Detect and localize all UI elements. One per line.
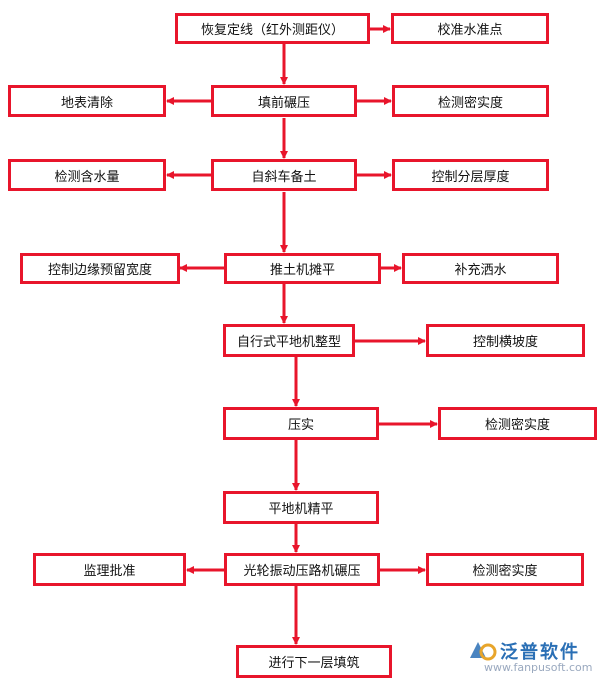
fanpu-logo-icon	[470, 642, 497, 661]
node-control-cross-slope: 控制横坡度	[426, 324, 585, 357]
node-control-layer-thickness: 控制分层厚度	[392, 159, 549, 191]
node-compaction: 压实	[223, 407, 379, 440]
node-smooth-roller: 光轮振动压路机碾压	[224, 553, 380, 586]
node-grader-shaping: 自行式平地机整型	[223, 324, 355, 357]
node-restore-line: 恢复定线（红外测距仪）	[175, 13, 370, 44]
node-test-density-3: 检测密实度	[426, 553, 584, 586]
node-supervisor-approval: 监理批准	[33, 553, 186, 586]
node-grader-leveling: 平地机精平	[223, 491, 379, 524]
watermark-url: www.fanpusoft.com	[484, 661, 593, 674]
node-test-density-2: 检测密实度	[438, 407, 597, 440]
node-bulldozer-spread: 推土机摊平	[224, 253, 381, 284]
node-next-layer: 进行下一层填筑	[236, 645, 392, 678]
watermark-logo: 泛普软件 www.fanpusoft.com	[464, 636, 594, 676]
node-test-density-1: 检测密实度	[392, 85, 549, 117]
node-pre-fill-compact: 填前碾压	[211, 85, 357, 117]
node-control-edge-width: 控制边缘预留宽度	[20, 253, 180, 284]
node-clear-surface: 地表清除	[8, 85, 166, 117]
watermark-name: 泛普软件	[500, 642, 580, 663]
node-calibrate-level: 校准水准点	[391, 13, 549, 44]
node-test-moisture: 检测含水量	[8, 159, 166, 191]
node-add-water: 补充洒水	[402, 253, 559, 284]
node-dump-truck-soil: 自斜车备土	[211, 159, 357, 191]
